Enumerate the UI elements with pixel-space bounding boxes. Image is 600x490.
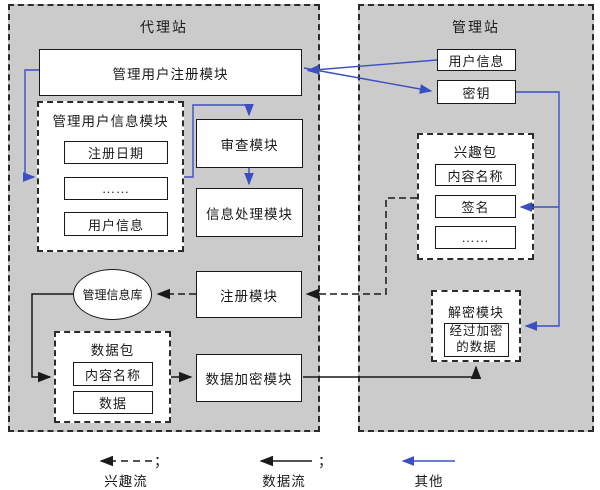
legend-data-separator: ； (318, 455, 332, 470)
ellipsis-field: …… (64, 177, 168, 200)
legend-data-flow-label: 数据流 (262, 474, 306, 489)
info-processing-module-box: 信息处理模块 (196, 188, 303, 237)
proxy-station-title: 代理站 (140, 21, 188, 36)
legend-interest-flow-label: 兴趣流 (104, 474, 148, 489)
encrypted-data-field: 经过加密 的数据 (444, 323, 509, 357)
interest-signature-field: 签名 (435, 195, 516, 218)
manage-user-register-module-box: 管理用户注册模块 (39, 49, 302, 96)
review-module-box: 审查模块 (196, 119, 303, 168)
register-module-box: 注册模块 (196, 271, 302, 318)
data-packet-data-field: 数据 (73, 391, 153, 414)
management-station-title: 管理站 (452, 21, 500, 36)
data-packet-content-name-field: 内容名称 (73, 362, 153, 386)
register-date-field: 注册日期 (64, 141, 168, 164)
key-box: 密钥 (437, 80, 516, 104)
user-info-field: 用户信息 (64, 212, 168, 236)
data-packet-title: 数据包 (90, 343, 135, 358)
interest-content-name-field: 内容名称 (435, 164, 516, 186)
interest-ellipsis-field: …… (435, 226, 516, 249)
decryption-module-title: 解密模块 (447, 305, 504, 320)
management-info-base-ellipse: 管理信息库 (73, 269, 152, 320)
encrypted-data-line2: 的数据 (456, 340, 497, 354)
data-encryption-module-box: 数据加密模块 (196, 354, 302, 402)
encrypted-data-line1: 经过加密 (449, 324, 504, 339)
legend-interest-separator: ； (154, 455, 168, 470)
interest-packet-title: 兴趣包 (453, 145, 498, 160)
user-info-box: 用户信息 (437, 49, 516, 71)
legend-other-label: 其他 (414, 474, 444, 489)
manage-user-info-module-title: 管理用户信息模块 (52, 114, 169, 129)
